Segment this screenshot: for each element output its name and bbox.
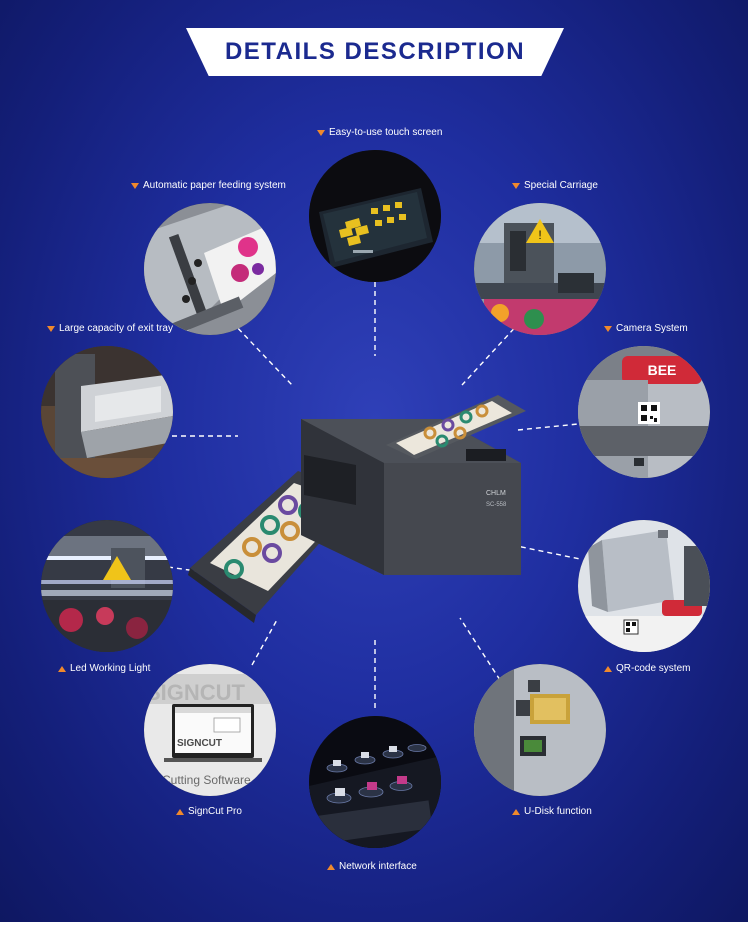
connector-qr-code	[511, 544, 581, 560]
label-special-carriage: Special Carriage	[512, 180, 598, 191]
sticker-text: BEE	[648, 362, 677, 378]
arrow-up-icon	[512, 808, 520, 815]
arrow-down-icon	[131, 182, 139, 189]
connector-special-carriage	[461, 321, 521, 386]
photo-signcut-pro: SIGNCUT SIGNCUT Cutting Software	[144, 664, 276, 796]
arrow-up-icon	[58, 665, 66, 672]
photo-qr-code	[578, 520, 710, 652]
connector-camera-system	[517, 423, 579, 431]
page-title: DETAILS DESCRIPTION	[224, 38, 526, 65]
arrow-down-icon	[317, 129, 325, 136]
photo-led-light	[41, 520, 173, 652]
connector-paper-feeding	[231, 321, 293, 386]
title-banner: DETAILS DESCRIPTION	[186, 28, 564, 76]
photo-u-disk	[474, 664, 606, 796]
photo-camera-system: BEE	[578, 346, 710, 478]
label-signcut-pro: SignCut Pro	[176, 806, 242, 817]
svg-text:SIGNCUT: SIGNCUT	[146, 680, 246, 705]
connector-u-disk	[459, 617, 501, 681]
cutting-machine: CHLM SC-558	[188, 395, 526, 623]
label-network: Network interface	[327, 861, 417, 872]
label-exit-tray: Large capacity of exit tray	[47, 323, 173, 334]
label-camera-system: Camera System	[604, 323, 688, 334]
arrow-up-icon	[327, 863, 335, 870]
arrow-up-icon	[176, 808, 184, 815]
machine-brand: CHLM	[486, 490, 506, 497]
control-panel	[466, 449, 506, 461]
machine-model: SC-558	[486, 502, 507, 508]
signcut-logo: SIGNCUT	[177, 738, 222, 749]
arrow-down-icon	[604, 325, 612, 332]
label-qr-code: QR-code system	[604, 663, 690, 674]
svg-text:!: !	[538, 228, 541, 242]
arrow-up-icon	[604, 665, 612, 672]
arrow-down-icon	[512, 182, 520, 189]
photo-paper-feeding	[144, 203, 276, 335]
label-u-disk: U-Disk function	[512, 806, 592, 817]
label-led-light: Led Working Light	[58, 663, 150, 674]
label-touch-screen: Easy-to-use touch screen	[317, 127, 442, 138]
photo-touch-screen	[309, 150, 441, 282]
photo-exit-tray	[41, 346, 173, 478]
label-paper-feeding: Automatic paper feeding system	[131, 180, 286, 191]
arrow-down-icon	[47, 325, 55, 332]
signcut-caption: Cutting Software	[162, 773, 251, 787]
photo-special-carriage: !	[474, 203, 606, 335]
photo-network	[309, 716, 441, 848]
